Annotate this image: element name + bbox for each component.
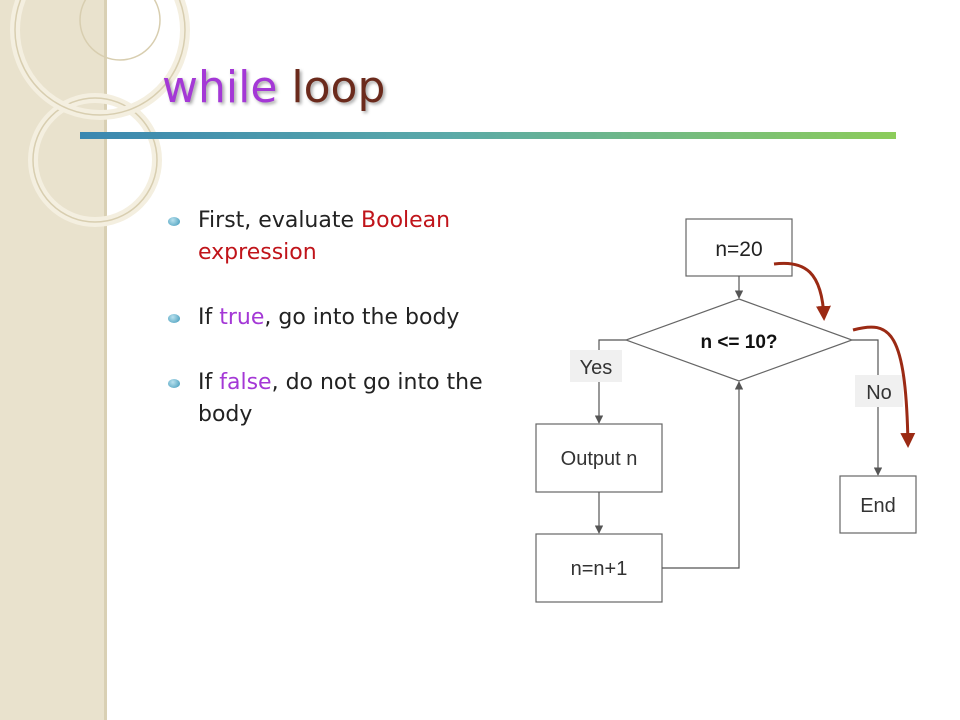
no-label-bg [855,375,903,407]
title-word-while: while [162,62,278,113]
bullet-highlight: true [219,305,265,330]
output-box [535,423,663,493]
bullet-true: If true, go into the body [160,302,500,334]
bullet-text-rest: , go into the body [264,305,460,330]
trace-arrow-to-end [852,325,916,448]
bullet-highlight: Boolean expression [198,208,451,265]
yes-label: Yes [580,357,613,379]
decorative-circles [10,0,190,227]
bullet-list: First, evaluate Boolean expression If tr… [160,205,500,464]
start-box-label: n=20 [715,238,762,261]
bullet-dot-icon [168,314,180,323]
title-word-loop: loop [291,62,386,113]
increment-box-label: n=n+1 [571,558,628,580]
bullet-highlight: false [219,370,272,395]
bullet-dot-icon [168,217,180,226]
bullet-text: First, evaluate [198,208,362,233]
bullet-false: If false, do not go into the body [160,367,500,431]
bullet-text: If [198,305,220,330]
arrow-yes-branch [594,339,626,424]
no-label: No [866,382,892,404]
bullet-evaluate: First, evaluate Boolean expression [160,205,500,269]
arrow-loop-back [662,381,744,569]
output-box-label: Output n [561,448,638,470]
left-decor-band-edge [104,0,107,720]
trace-arrow-to-decision [773,261,831,321]
end-box [839,475,917,534]
bullet-text-rest: , do not go into the body [198,370,483,427]
end-box-label: End [860,495,896,517]
yes-label-bg [570,350,622,382]
arrow-no-branch [852,339,883,476]
increment-box [535,533,663,603]
bullet-text: If [198,370,220,395]
decision-label: n <= 10? [700,332,777,353]
bullet-dot-icon [168,379,180,388]
decision-diamond [624,298,854,382]
title-underline [80,132,896,139]
slide-title: while loop [162,62,385,113]
start-box [685,218,793,277]
